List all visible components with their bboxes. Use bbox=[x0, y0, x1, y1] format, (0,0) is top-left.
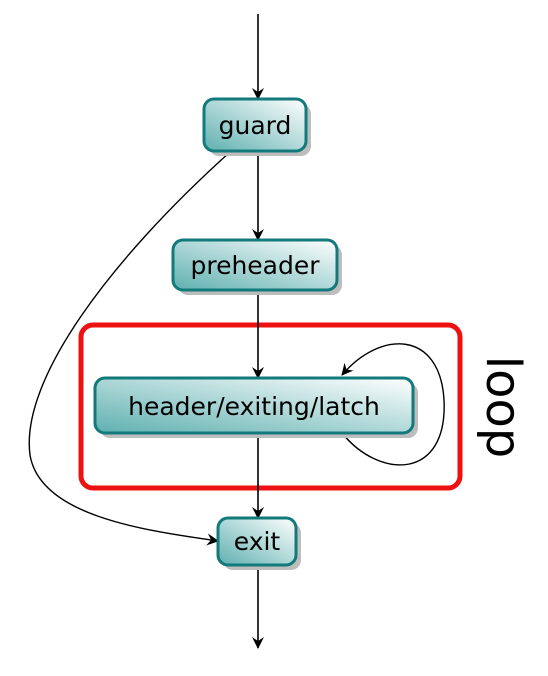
node-guard: guard bbox=[202, 97, 311, 156]
edge-latch-backedge bbox=[341, 343, 445, 466]
node-exit: exit bbox=[216, 516, 301, 570]
node-header-exiting-latch: header/exiting/latch bbox=[93, 376, 418, 438]
node-guard-label: guard bbox=[219, 111, 292, 140]
node-preheader-box bbox=[171, 238, 339, 292]
loop-label: loop bbox=[475, 356, 531, 459]
node-preheader: preheader bbox=[171, 238, 342, 295]
node-exit-label: exit bbox=[234, 527, 281, 556]
edge-guard-to-exit bbox=[28, 151, 231, 546]
node-preheader-label: preheader bbox=[190, 251, 320, 280]
node-header-box bbox=[93, 376, 415, 435]
node-exit-box bbox=[216, 516, 298, 567]
node-header-label: header/exiting/latch bbox=[128, 392, 380, 421]
node-guard-box bbox=[202, 97, 308, 153]
loop-region-box bbox=[78, 322, 463, 491]
